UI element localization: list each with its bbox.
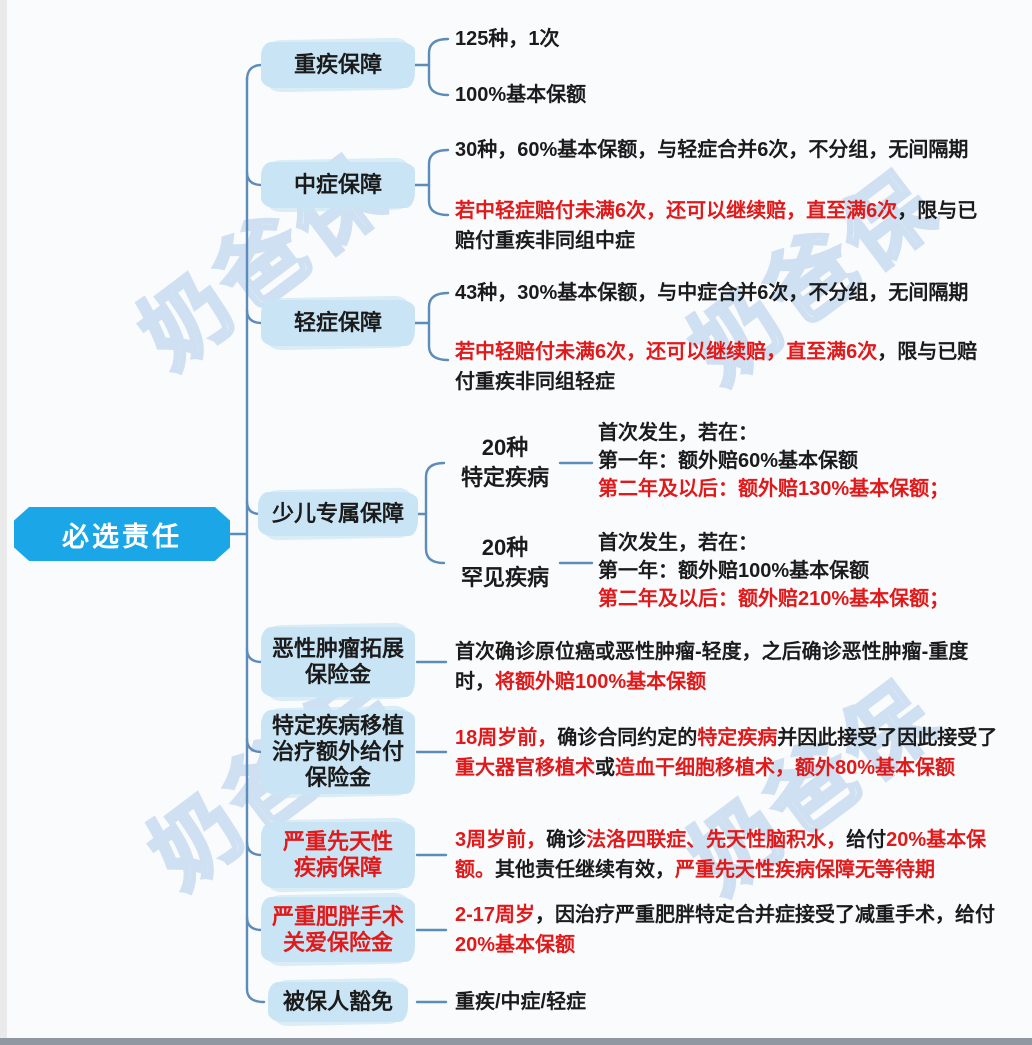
- leaf-moderate-extra: 若中轻症赔付未满6次，还可以继续赔，直至满6次，限与已赔付重疾非同组中症: [455, 200, 978, 252]
- leaf-congenital-desc: 3周岁前，确诊法洛四联症、先天性脑积水，给付20%基本保额。其他责任继续有效，严…: [455, 829, 987, 881]
- node-mild-illness[interactable]: 轻症保障: [261, 300, 415, 346]
- leaf-moderate-terms: 30种，60%基本保额，与轻症合并6次，不分组，无间隔期: [455, 139, 969, 161]
- leaf-mild-extra: 若中轻赔付未满6次，还可以继续赔，直至满6次，限与已赔付重疾非同组轻症: [455, 341, 978, 393]
- subnode-rare-diseases[interactable]: 20种 罕见疾病: [460, 535, 549, 590]
- leaf-transplant-desc: 18周岁前，确诊合同约定的特定疾病并因此接受了因此接受了重大器官移植术或造血干细…: [455, 727, 998, 779]
- leaf-specific-diseases-desc: 首次发生，若在：第一年：额外赔60%基本保额第二年及以后：额外赔130%基本保额…: [598, 422, 950, 500]
- left-edge-strip: [0, 0, 7, 1045]
- node-obesity-surgery[interactable]: 严重肥胖手术 关爱保险金: [261, 897, 415, 962]
- leaf-rare-diseases-desc: 首次发生，若在：第一年：额外赔100%基本保额第二年及以后：额外赔210%基本保…: [598, 532, 950, 610]
- node-moderate-illness[interactable]: 中症保障: [261, 162, 415, 208]
- node-malignant-tumor-extension[interactable]: 恶性肿瘤拓展 保险金: [261, 627, 415, 697]
- node-child-exclusive[interactable]: 少儿专属保障: [258, 492, 418, 536]
- leaf-mild-terms: 43种，30%基本保额，与中症合并6次，不分组，无间隔期: [455, 282, 969, 304]
- bottom-edge-bar: [0, 1038, 1032, 1045]
- leaf-malignant-tumor-desc: 首次确诊原位癌或恶性肿瘤-轻度，之后确诊恶性肿瘤-重度时，将额外赔100%基本保…: [455, 641, 969, 693]
- subnode-specific-diseases[interactable]: 20种 特定疾病: [460, 435, 549, 490]
- node-critical-illness[interactable]: 重疾保障: [261, 42, 415, 88]
- root-node-required-liability[interactable]: 必选责任: [14, 507, 230, 561]
- node-specific-disease-transplant[interactable]: 特定疾病移植 治疗额外给付 保险金: [261, 710, 415, 794]
- node-congenital-disease[interactable]: 严重先天性 疾病保障: [261, 822, 415, 888]
- leaf-critical-count: 125种，1次: [455, 28, 560, 50]
- node-insured-waiver[interactable]: 被保人豁免: [268, 982, 408, 1022]
- leaf-critical-amount: 100%基本保额: [455, 84, 587, 106]
- leaf-waiver-scope: 重疾/中症/轻症: [455, 991, 587, 1013]
